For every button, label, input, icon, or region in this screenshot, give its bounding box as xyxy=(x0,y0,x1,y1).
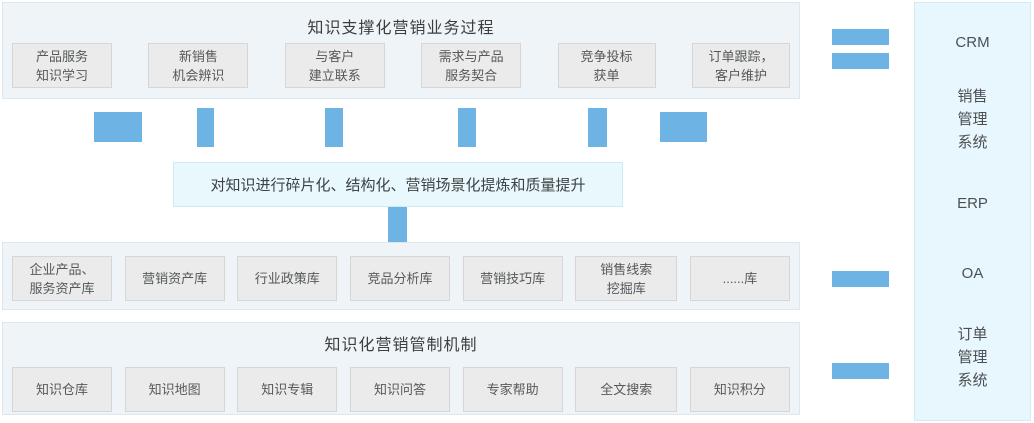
process-section-title: 知识支撑化营销业务过程 xyxy=(307,20,495,37)
systems-link-bar xyxy=(832,271,889,287)
knowledge-base-box: 竞品分析库 xyxy=(349,256,450,301)
control-feature-box: 知识地图 xyxy=(124,367,225,412)
process-step-box: 订单跟踪， 客户维护 xyxy=(691,43,790,88)
knowledge-base-box: 营销技巧库 xyxy=(462,256,563,301)
knowledge-base-box: 销售线索 挖掘库 xyxy=(575,256,678,301)
process-section: 知识支撑化营销业务过程 产品服务 知识学习 新销售 机会辨识 与客户 建立联系 … xyxy=(2,2,800,99)
process-step-box: 需求与产品 服务契合 xyxy=(421,43,522,88)
external-systems-panel: CRM 销售 管理 系统 ERP OA 订单 管理 系统 xyxy=(914,2,1031,421)
control-feature-box: 知识问答 xyxy=(349,367,450,412)
process-step-box: 产品服务 知识学习 xyxy=(12,43,112,88)
process-step-row: 产品服务 知识学习 新销售 机会辨识 与客户 建立联系 需求与产品 服务契合 竞… xyxy=(12,43,790,88)
knowledge-base-box: 企业产品、 服务资产库 xyxy=(12,256,112,301)
knowledge-refine-box: 对知识进行碎片化、结构化、营销场景化提炼和质量提升 xyxy=(173,162,623,207)
refine-to-bases-connector xyxy=(388,207,407,242)
system-item-oa: OA xyxy=(961,265,984,282)
control-section: 知识化营销管制机制 知识仓库 知识地图 知识专辑 知识问答 专家帮助 全文搜索 … xyxy=(2,322,800,415)
system-item-order-management: 订单 管理 系统 xyxy=(957,326,988,389)
flow-connector-narrow xyxy=(588,108,607,147)
control-section-title: 知识化营销管制机制 xyxy=(324,337,478,354)
flow-connector-wide xyxy=(94,112,142,142)
process-step-box: 新销售 机会辨识 xyxy=(148,43,249,88)
knowledge-base-box: 营销资产库 xyxy=(124,256,225,301)
control-feature-box: 专家帮助 xyxy=(462,367,563,412)
knowledge-base-box: ......库 xyxy=(689,256,790,301)
control-feature-box: 知识积分 xyxy=(689,367,790,412)
system-item-crm: CRM xyxy=(955,34,990,51)
flow-connector-narrow xyxy=(458,108,476,147)
systems-link-bar xyxy=(832,363,889,379)
system-item-sales-management: 销售 管理 系统 xyxy=(957,88,988,151)
process-step-box: 与客户 建立联系 xyxy=(284,43,385,88)
control-feature-row: 知识仓库 知识地图 知识专辑 知识问答 专家帮助 全文搜索 知识积分 xyxy=(12,367,790,412)
systems-link-bar xyxy=(832,53,889,69)
flow-connector-narrow xyxy=(325,108,343,147)
process-step-box: 竞争投标 获单 xyxy=(557,43,656,88)
flow-connector-narrow xyxy=(197,108,214,147)
control-feature-box: 知识专辑 xyxy=(237,367,338,412)
knowledge-base-row: 企业产品、 服务资产库 营销资产库 行业政策库 竞品分析库 营销技巧库 销售线索… xyxy=(12,256,790,301)
flow-connector-wide xyxy=(660,112,707,142)
knowledge-bases-section: 企业产品、 服务资产库 营销资产库 行业政策库 竞品分析库 营销技巧库 销售线索… xyxy=(2,242,800,310)
control-feature-box: 知识仓库 xyxy=(12,367,112,412)
system-item-erp: ERP xyxy=(957,195,988,212)
systems-link-bar xyxy=(832,29,889,45)
control-feature-box: 全文搜索 xyxy=(575,367,678,412)
knowledge-base-box: 行业政策库 xyxy=(237,256,338,301)
